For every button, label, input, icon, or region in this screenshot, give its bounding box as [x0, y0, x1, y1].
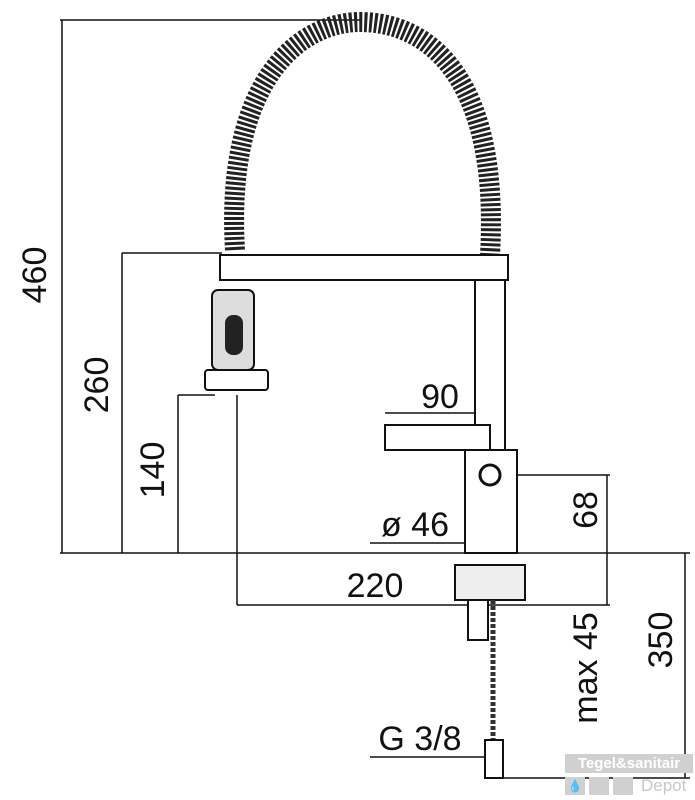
spray-button	[225, 315, 243, 355]
logo-square	[589, 777, 609, 795]
shank	[467, 599, 489, 641]
spray-outlet	[204, 369, 269, 391]
mounting-nut	[454, 564, 526, 601]
lever-pivot	[478, 463, 502, 487]
dim-140: 140	[134, 442, 172, 499]
hose-connector	[484, 739, 504, 779]
dim-g38: G 3/8	[378, 720, 461, 758]
watermark-line1: Tegel&sanitair	[565, 754, 693, 773]
dim-68: 68	[567, 491, 605, 529]
dim-46: ø 46	[381, 506, 449, 544]
dim-max-45: max 45	[567, 612, 605, 724]
dim-90: 90	[421, 378, 459, 416]
spout-arm	[219, 254, 509, 281]
dim-350: 350	[642, 612, 680, 669]
spring-coil	[224, 11, 501, 256]
watermark-line2: Depot	[641, 776, 687, 795]
dimension-lines	[60, 19, 690, 779]
dim-260: 260	[78, 357, 116, 414]
dim-220: 220	[347, 567, 404, 605]
watermark-logo: Tegel&sanitair 💧 Depot	[565, 754, 693, 796]
faucet	[204, 11, 526, 779]
lever-handle	[384, 424, 491, 451]
drop-icon: 💧	[565, 777, 585, 795]
dim-460: 460	[16, 247, 54, 304]
logo-square	[613, 777, 633, 795]
